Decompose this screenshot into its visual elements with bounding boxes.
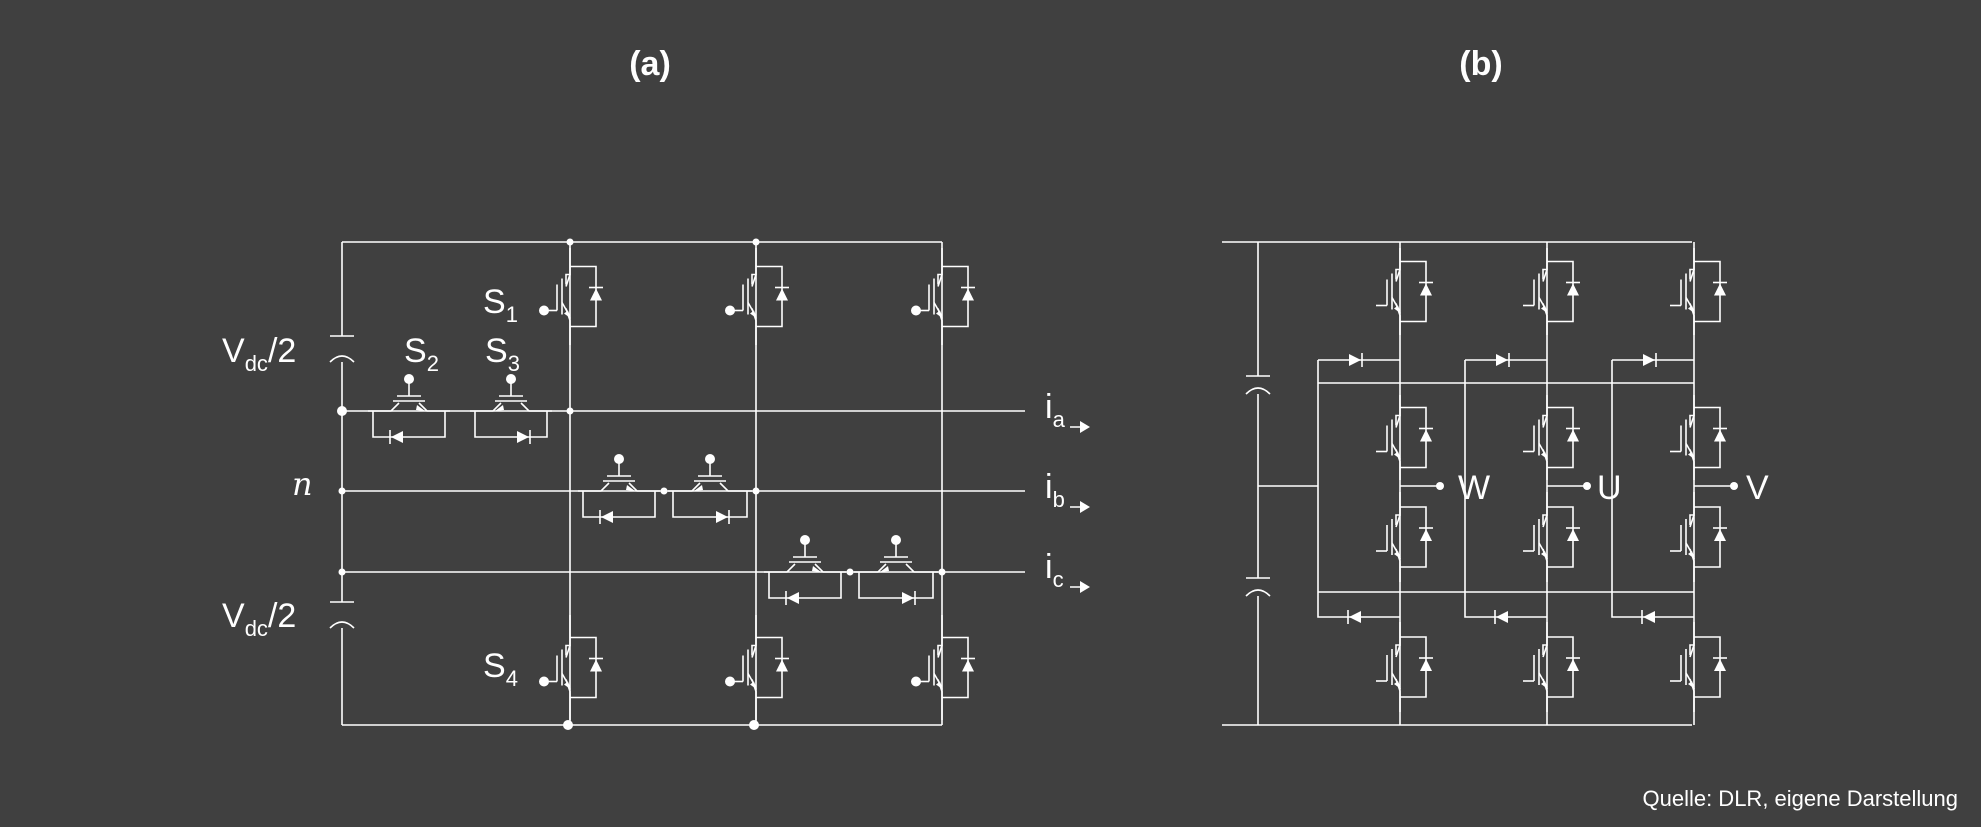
igbt-b-col1-row3 <box>1376 492 1433 582</box>
phase-v-label: V <box>1746 469 1769 507</box>
igbt-b-col1-row2 <box>1376 395 1433 480</box>
clamp-diode-w-lower <box>1347 610 1361 624</box>
clamp-diode-w-upper <box>1349 353 1363 367</box>
panel-a-title: (a) <box>629 45 671 83</box>
dc-capacitor-lower <box>329 601 355 629</box>
switch-s3-label: S3 <box>485 332 520 376</box>
clamp-diode-v-upper <box>1643 353 1657 367</box>
igbt-s2-switch <box>368 374 450 444</box>
igbt-b-col1-row4 <box>1376 622 1433 712</box>
igbt-b-col3-row4 <box>1670 622 1727 712</box>
junction-dots-a <box>337 238 946 730</box>
igbt-b-col3-row2 <box>1670 395 1727 480</box>
igbt-a-bot-2-switch <box>725 615 789 720</box>
vdc-label-lower: Vdc/2 <box>222 597 296 641</box>
panel-b-title: (b) <box>1459 45 1502 83</box>
dc-capacitor-b-lower <box>1245 577 1271 597</box>
source-credit: Quelle: DLR, eigene Darstellung <box>1642 786 1958 811</box>
igbt-b-col1-row1 <box>1376 248 1433 335</box>
switch-s1-label: S1 <box>483 283 518 327</box>
clamp-diode-u-upper <box>1496 353 1510 367</box>
clamp-diode-u-lower <box>1494 610 1508 624</box>
igbt-a-bot-3-switch <box>911 615 975 720</box>
igbt-b-clamp-2 <box>668 454 752 524</box>
igbt-b-col2-row3 <box>1523 492 1580 582</box>
dc-capacitor-upper <box>329 335 355 363</box>
igbt-b-col2-row2 <box>1523 395 1580 480</box>
switch-s2-label: S2 <box>404 332 439 376</box>
phase-w-label: W <box>1458 469 1490 507</box>
igbt-s3-switch <box>470 374 552 444</box>
phase-u-label: U <box>1597 469 1622 507</box>
igbt-s4-switch <box>539 615 603 720</box>
panel-a-wiring <box>329 238 1090 730</box>
igbt-c-clamp-2 <box>854 535 938 605</box>
panel-b-labels: W U V <box>1458 469 1769 507</box>
igbt-b-col2-row1 <box>1523 248 1580 335</box>
clamp-diode-v-lower <box>1641 610 1655 624</box>
switch-s4-label: S4 <box>483 647 518 691</box>
igbt-b-clamp-1 <box>578 454 660 524</box>
vdc-label-upper: Vdc/2 <box>222 332 296 376</box>
igbt-c-clamp-1 <box>764 535 846 605</box>
dc-capacitor-b-upper <box>1245 375 1271 395</box>
igbt-a-top-3-switch <box>911 248 975 345</box>
igbt-a-top-2-switch <box>725 248 789 345</box>
current-ia-label: ia <box>1045 388 1066 432</box>
current-ib-label: ib <box>1045 468 1065 512</box>
igbt-b-col3-row1 <box>1670 248 1727 335</box>
panel-b-switches <box>1347 248 1727 712</box>
igbt-b-col2-row4 <box>1523 622 1580 712</box>
current-ic-label: ic <box>1045 548 1064 592</box>
neutral-label: n <box>292 465 313 503</box>
igbt-b-col3-row3 <box>1670 492 1727 582</box>
panel-a-labels: Vdc/2 Vdc/2 S1 S2 S3 S4 n ia ib ic <box>222 283 1066 691</box>
igbt-s1-switch <box>539 248 603 345</box>
panel-a-switches <box>368 248 975 720</box>
